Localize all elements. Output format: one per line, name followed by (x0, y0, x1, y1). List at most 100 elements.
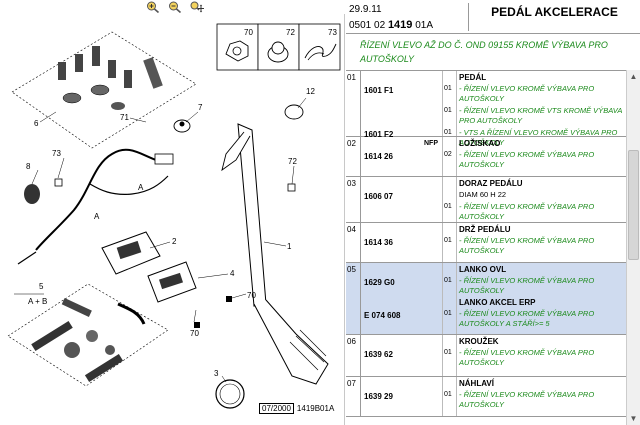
callout-70-inset: 70 (244, 28, 253, 37)
callout-5: 5 (39, 282, 44, 291)
part-name: LANKO AKCEL ERP (459, 298, 536, 307)
scroll-up-icon[interactable]: ▲ (629, 72, 638, 81)
position-number: 02 (346, 137, 361, 176)
callout-71: 71 (120, 113, 129, 122)
part-description: DIAM 60 H 22 (459, 190, 507, 199)
desc-column-divider (456, 223, 457, 262)
pedal-assembly-drawing: 1 2 3 4 5 6 7 8 12 70 70 70 71 72 72 73 … (7, 23, 341, 409)
callout-4: 4 (230, 269, 235, 278)
callout-a-plus-b: A + B (28, 297, 47, 306)
part-name: DORAZ PEDÁLU (459, 179, 523, 188)
part-reference[interactable]: 1601 F1 (364, 86, 394, 95)
qty-column-divider (442, 137, 443, 176)
part-description: - ŘÍZENÍ VLEVO KROMĚ VÝBAVA PRO AUTOŠKOL… (459, 309, 595, 328)
catalog-date: 29.9.11 (349, 4, 382, 15)
position-number: 01 (346, 71, 361, 136)
desc-column-divider (456, 263, 457, 334)
part-description: - ŘÍZENÍ VLEVO KROMĚ VTS KROMĚ VÝBAVA PR… (459, 106, 623, 125)
part-description: - ŘÍZENÍ VLEVO KROMĚ VÝBAVA PRO AUTOŠKOL… (459, 150, 595, 169)
desc-column-divider (456, 177, 457, 222)
desc-column-divider (456, 377, 457, 416)
position-row-03[interactable]: 03 DORAZ PEDÁLU 1606 07 DIAM 60 H 22 01 - ŘÍZ… (346, 177, 626, 223)
qty-column-divider (442, 263, 443, 334)
callout-8: 8 (26, 162, 31, 171)
callout-a-1: A (138, 183, 144, 192)
qty-column-divider (442, 71, 443, 136)
part-description: - ŘÍZENÍ VLEVO KROMĚ VÝBAVA PRO AUTOŠKOL… (459, 236, 595, 255)
scroll-down-icon[interactable]: ▼ (629, 414, 638, 423)
pedal-stop-7 (173, 119, 191, 133)
part-quantity: 01 (444, 129, 452, 136)
callout-70-a: 70 (247, 291, 256, 300)
part-name: KROUŽEK (459, 337, 499, 346)
nfp-badge: NFP (424, 140, 438, 147)
position-row-05[interactable]: 05 LANKO OVL 1629 G0 01 - ŘÍZENÍ VLEVO KROMĚ… (346, 263, 626, 335)
code-group: 1419 (387, 19, 413, 31)
pedal-bracket (101, 231, 197, 303)
part-quantity: 01 (444, 349, 452, 356)
part-quantity: 02 (444, 151, 452, 158)
part-quantity: 01 (444, 203, 452, 210)
leader-lines (14, 97, 307, 383)
part-description: - ŘÍZENÍ VLEVO KROMĚ VÝBAVA PRO AUTOŠKOL… (459, 84, 595, 103)
callout-70-b: 70 (190, 329, 199, 338)
part-description: - ŘÍZENÍ VLEVO KROMĚ VÝBAVA PRO AUTOŠKOL… (459, 202, 595, 221)
throttle-cable (17, 148, 174, 265)
parts-panel: 29.9.11 0501 02 1419 01A PEDÁL AKCELERAC… (346, 0, 640, 425)
part-quantity: 01 (444, 277, 452, 284)
callout-73-inset: 73 (328, 28, 337, 37)
part-reference[interactable]: 1629 G0 (364, 278, 395, 287)
part-description: - ŘÍZENÍ VLEVO KROMĚ VÝBAVA PRO AUTOŠKOL… (459, 276, 595, 295)
part-reference[interactable]: 1639 29 (364, 392, 393, 401)
qty-column-divider (442, 335, 443, 376)
accelerator-pedal (221, 123, 329, 385)
part-quantity: 01 (444, 310, 452, 317)
part-description: - VTS A ŘÍZENÍ VLEVO KROMĚ VÝBAVA PRO AU… (459, 128, 618, 147)
fastener-kit-6 (11, 31, 197, 149)
part-description: - ŘÍZENÍ VLEVO KROMĚ VÝBAVA PRO AUTOŠKOL… (459, 390, 595, 409)
callout-72-inset: 72 (286, 28, 295, 37)
diagram-panel: 1 2 3 4 5 6 7 8 12 70 70 70 71 72 72 73 … (0, 0, 345, 425)
part-name: NÁHLAVÍ (459, 379, 494, 388)
part-reference[interactable]: 1601 F2 (364, 130, 394, 139)
position-number: 04 (346, 223, 361, 262)
part-reference[interactable]: 1614 36 (364, 238, 393, 247)
desc-column-divider (456, 137, 457, 176)
part-name: LANKO OVL (459, 265, 507, 274)
part-reference[interactable]: 1614 26 (364, 152, 393, 161)
callout-1: 1 (287, 242, 292, 251)
code-suffix: 01A (412, 20, 433, 31)
pan-icon[interactable] (190, 1, 204, 13)
callout-3: 3 (214, 369, 219, 378)
part-reference[interactable]: 1606 07 (364, 192, 393, 201)
diagram-code: 1419B01A (296, 404, 335, 413)
exploded-diagram[interactable]: 1 2 3 4 5 6 7 8 12 70 70 70 71 72 72 73 … (0, 14, 345, 425)
callout-7: 7 (198, 103, 203, 112)
zoom-in-icon[interactable] (146, 1, 160, 13)
part-quantity: 01 (444, 391, 452, 398)
diagram-date: 07/2000 (259, 403, 294, 414)
qty-column-divider (442, 177, 443, 222)
parts-scrollbar[interactable]: ▲ ▼ (626, 70, 640, 425)
code-prefix: 0501 02 (349, 20, 388, 31)
part-reference[interactable]: E 074 608 (364, 311, 401, 320)
applicability-note: ŘÍZENÍ VLEVO AŽ DO Č. OND 09155 KROMĚ VÝ… (360, 40, 608, 64)
diagram-toolbar (0, 0, 345, 14)
position-number: 03 (346, 177, 361, 222)
qty-column-divider (442, 223, 443, 262)
clip-12 (284, 104, 304, 120)
position-number: 05 (346, 263, 361, 334)
part-description: - ŘÍZENÍ VLEVO KROMĚ VÝBAVA PRO AUTOŠKOL… (459, 348, 595, 367)
scroll-thumb[interactable] (628, 150, 639, 260)
part-reference[interactable]: 1639 62 (364, 350, 393, 359)
zoom-out-icon[interactable] (168, 1, 182, 13)
page-title: PEDÁL AKCELERACE (468, 3, 640, 31)
part-name: LOŽISKAO (459, 139, 501, 148)
